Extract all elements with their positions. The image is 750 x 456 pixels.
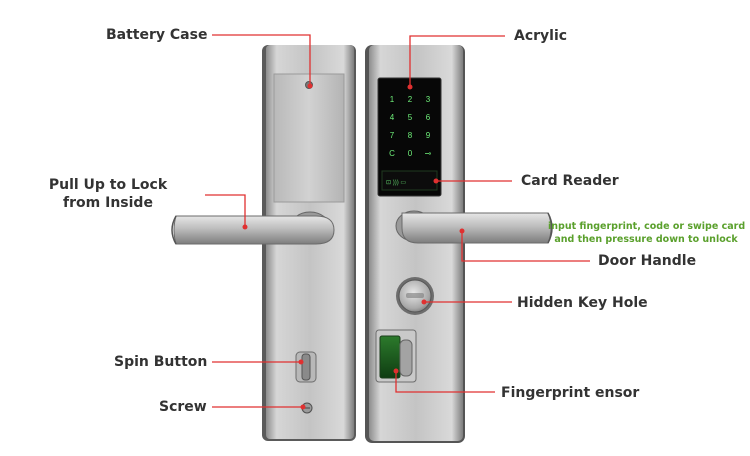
keypad-key[interactable]: 9 [426,131,431,140]
fingerprint-guard [399,339,413,377]
leader-pull-up [205,194,246,226]
label-spin-button: Spin Button [114,354,208,370]
outside-lock-body: ⊡ ))) ▭ [365,45,465,443]
keypad[interactable]: 1 2 3 4 5 6 7 8 9 C 0 ⊸ [389,95,432,158]
leader-door-handle [461,232,590,262]
keypad-key[interactable]: 6 [426,113,431,122]
battery-cover [273,73,345,203]
label-acrylic: Acrylic [514,28,568,44]
label-battery-case: Battery Case [106,27,208,43]
keypad-key[interactable]: 8 [408,131,413,140]
leader-battery-case [212,34,311,84]
label-pull-up-line2: from Inside [63,195,153,211]
keypad-key[interactable]: ⊸ [425,149,432,158]
keypad-key[interactable]: 1 [390,95,395,104]
keypad-key[interactable]: 2 [408,95,413,104]
label-door-handle: Door Handle [598,253,697,269]
label-card-reader: Card Reader [521,173,619,189]
keypad-key[interactable]: 5 [408,113,413,122]
label-pull-up-to-lock: Pull Up to Lock from Inside [46,176,170,212]
label-fingerprint-sensor: Fingerprint ensor [501,385,640,401]
note-line1: input fingerprint, code or swipe card [548,221,746,232]
hidden-key-hole[interactable] [396,277,434,315]
keypad-key[interactable]: 7 [390,131,395,140]
fingerprint-sensor[interactable] [375,329,417,383]
leader-lines [205,34,590,408]
inside-handle-lever[interactable] [173,215,335,245]
label-screw: Screw [159,399,207,415]
keypad-key[interactable]: 3 [426,95,431,104]
spin-button-knob[interactable] [301,353,311,381]
label-pull-up-line1: Pull Up to Lock [48,177,168,193]
note-line2: and then pressure down to unlock [554,234,738,245]
leader-fingerprint [395,372,495,393]
outside-handle-lever[interactable] [401,212,552,244]
outside-handle[interactable] [395,210,553,244]
label-hidden-key-hole: Hidden Key Hole [517,295,648,311]
leader-acrylic [409,35,505,86]
note-unlock-instructions: input fingerprint, code or swipe card an… [548,220,746,246]
inside-handle[interactable] [171,211,335,245]
keypad-key[interactable]: 0 [408,149,413,158]
keypad-key[interactable]: 4 [390,113,395,122]
keypad-key[interactable]: C [389,149,395,158]
leader-dots [242,83,465,410]
card-reader-glyph: ⊡ ))) ▭ [386,180,406,186]
